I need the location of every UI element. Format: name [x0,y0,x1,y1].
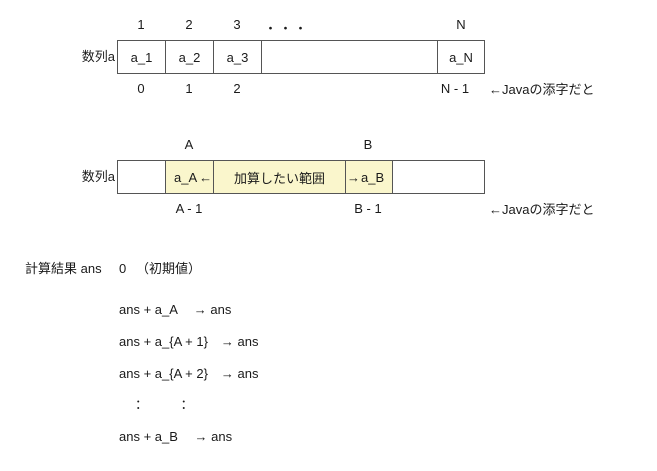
result-step-3: ans + a_{A + 2} → ans [119,366,259,381]
array1-bottom-index-n: N - 1 [440,81,470,96]
array2-bottom-index-b: B - 1 [354,201,382,216]
result-initial-value: 0 [119,261,127,276]
array1-bottom-index-1: 1 [185,81,193,96]
array2-cell-start-label: a_A [174,169,198,185]
right-arrow-icon: → [347,169,360,185]
array1-java-note: ←Javaの添字だと [489,82,595,97]
array2-label: 数列a [81,169,115,184]
result-step-1: ans + a_A → ans [119,302,232,317]
array2-top-index-a: A [184,137,194,152]
array1-label: 数列a [81,49,115,64]
result-initial-note: （初期値） [136,261,202,276]
array1-top-index-2: 2 [185,17,193,32]
array2-cell-end-label: a_B [361,169,385,185]
array2-java-note: ←Javaの添字だと [489,202,595,217]
array1-cell-1: a_1 [118,41,166,73]
array1-top-index-3: 3 [233,17,241,32]
result-step-2: ans + a_{A + 1} → ans [119,334,259,349]
array1-bottom-index-2: 2 [233,81,241,96]
array2-cell-before [118,161,166,193]
array2-top-index-b: B [363,137,373,152]
result-label: 計算結果 ans [25,261,102,276]
array1-cell-n: a_N [449,49,473,65]
array1-strip: a_1 a_2 a_3 a_N [117,40,485,74]
array1-cell-3: a_3 [214,41,262,73]
array2-cell-end: → a_B [346,161,393,193]
array1-top-ellipsis: ・・・ [264,21,310,36]
array1-cell-2: a_2 [166,41,214,73]
array1-cell-gap [262,41,438,73]
array2-cell-range: 加算したい範囲 [214,161,346,193]
array1-bottom-index-0: 0 [137,81,145,96]
array2-bottom-index-a: A - 1 [175,201,203,216]
array2-cell-start: a_A ← [166,161,214,193]
array2-cell-after [393,161,484,193]
array1-top-index-n: N [456,17,466,32]
result-step-ellipsis: ： ： [135,397,194,412]
array1-top-index-1: 1 [137,17,145,32]
array2-strip: a_A ← 加算したい範囲 → a_B [117,160,485,194]
result-step-last: ans + a_B → ans [119,429,233,444]
left-arrow-icon: ← [199,169,213,185]
